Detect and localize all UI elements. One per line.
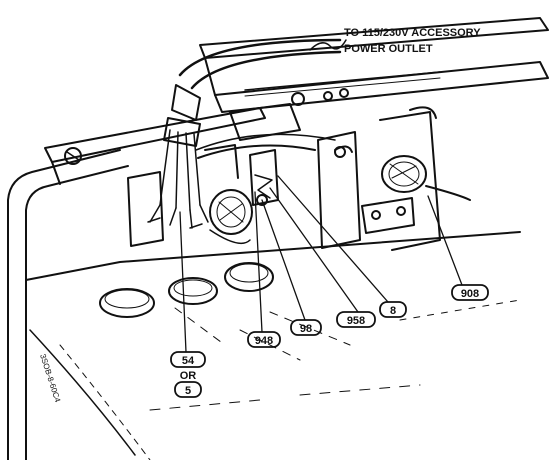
right-connector bbox=[381, 155, 471, 201]
mounting-bracket bbox=[317, 106, 441, 251]
drawing-code: 3SOB-8-60C4 bbox=[38, 353, 62, 404]
callout-5: 5 bbox=[185, 385, 191, 397]
hinged-cover bbox=[199, 17, 549, 141]
callout-98: 98 bbox=[300, 323, 312, 335]
callout-958: 958 bbox=[347, 315, 365, 327]
callout-908: 908 bbox=[461, 288, 479, 300]
callout-or: OR bbox=[180, 370, 197, 382]
callout-bubbles bbox=[170, 284, 489, 398]
panel-screw bbox=[64, 147, 82, 165]
note-line-1: TO 115/230V ACCESSORY bbox=[344, 27, 481, 39]
chassis-tray bbox=[7, 149, 521, 461]
callout-8: 8 bbox=[390, 305, 396, 317]
terminal-block bbox=[127, 144, 279, 247]
callout-54: 54 bbox=[182, 355, 195, 367]
callout-948: 948 bbox=[255, 335, 273, 347]
leader-lines bbox=[179, 175, 463, 353]
tray-holes bbox=[99, 262, 274, 318]
cable-break-mark bbox=[309, 39, 347, 51]
note-line-2: POWER OUTLET bbox=[344, 43, 433, 55]
left-connector bbox=[209, 189, 253, 235]
power-cable bbox=[147, 38, 342, 245]
